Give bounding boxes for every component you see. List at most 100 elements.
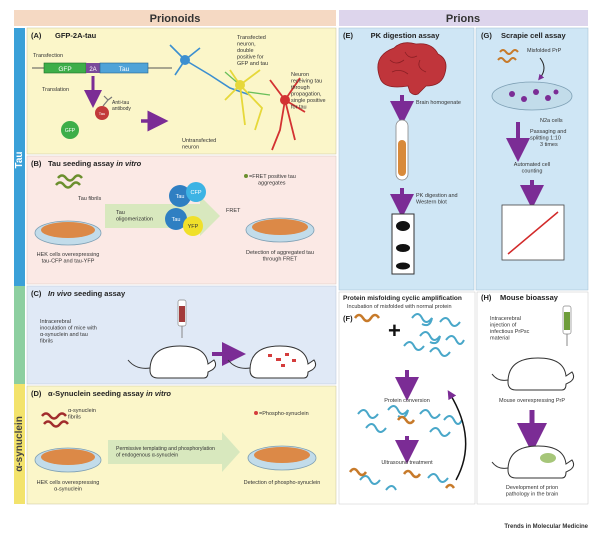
neurons-illustration xyxy=(169,44,306,151)
converted-misfolded-shape xyxy=(396,415,416,425)
prions-header: Prions xyxy=(446,13,480,25)
synuclein-side-bar xyxy=(14,384,25,504)
syn-cells-d2 xyxy=(254,447,310,463)
hek-cells-b1 xyxy=(41,222,95,238)
translation-label: Translation xyxy=(42,87,69,93)
cfp-ball xyxy=(186,182,206,202)
yfp-ball xyxy=(183,216,203,236)
prion-pathology-mark xyxy=(540,453,556,463)
gene-tau-label: Tau xyxy=(119,66,130,73)
test-tube-content xyxy=(398,140,406,176)
conversion-label: Protein conversion xyxy=(384,398,430,404)
homogenate-label: Brain homogenate xyxy=(416,100,461,106)
syringe-fill xyxy=(179,306,185,322)
misfolded-prp-label: Misfolded PrP xyxy=(527,48,562,54)
panel-a-letter: (A) xyxy=(31,31,42,40)
blot-band-1 xyxy=(396,221,410,231)
tau-protein-label: Tau xyxy=(99,111,105,116)
mouse-overexpressing-label: Mouse overexpressing PrP xyxy=(499,398,565,404)
panel-b-letter: (B) xyxy=(31,159,42,168)
panel-c-letter: (C) xyxy=(31,289,42,298)
normal-proteins-shape xyxy=(403,313,465,357)
counting-plot-line xyxy=(507,211,559,255)
tau-ball-1 xyxy=(169,185,191,207)
n2a-cells-shape xyxy=(509,89,559,102)
panel-e-letter: (E) xyxy=(343,31,354,40)
templating-caption: Permissive templating and phosphorylatio… xyxy=(116,446,215,459)
hek-cells-b2 xyxy=(252,219,308,235)
tau-fibrils-shape-2 xyxy=(55,181,81,189)
brain-illustration xyxy=(377,42,447,96)
tau-ball-1-label: Tau xyxy=(176,194,185,200)
phospho-detection-caption: Detection of phospho-synuclein xyxy=(244,480,321,486)
converted-proteins-shape xyxy=(357,405,463,437)
antibody-shape xyxy=(102,95,113,107)
transfection-label: Transfection xyxy=(33,53,63,59)
templating-arrow xyxy=(108,432,240,472)
misfolded-prp-shape xyxy=(497,49,519,63)
gene-2a-label: 2A xyxy=(89,67,96,73)
mouse-c1 xyxy=(149,345,217,379)
gfp-protein-label: GFP xyxy=(65,128,76,134)
cfp-ball-label: CFP xyxy=(191,190,202,196)
prions-header-bg xyxy=(339,10,588,26)
panel-f-title: Protein misfolding cyclic amplification xyxy=(343,295,462,302)
mouse-h1-tail xyxy=(491,373,509,381)
mouse-h1 xyxy=(507,357,575,391)
aggregate-marks xyxy=(268,353,296,367)
blot-band-2 xyxy=(396,244,410,252)
phospho-legend-dot xyxy=(254,411,258,415)
fragmented-misfolded-shape xyxy=(348,467,456,489)
syn-fibrils-shape xyxy=(41,412,67,420)
mouse-c1-tail xyxy=(127,359,151,369)
mouse-c2-tail xyxy=(227,359,251,369)
syringe-h-fill xyxy=(564,312,570,330)
plus-sign: + xyxy=(388,318,401,343)
panel-f-subtitle: Incubation of misfolded with normal prot… xyxy=(347,304,452,310)
prionoids-header-bg xyxy=(14,10,336,26)
panel-d-letter: (D) xyxy=(31,389,42,398)
panel-e-title: PK digestion assay xyxy=(371,31,441,40)
anti-tau-label: Anti-tau xyxy=(112,100,129,106)
journal-footer: Trends in Molecular Medicine xyxy=(504,524,588,530)
syn-fibrils-shape-2 xyxy=(43,420,69,428)
blot-band-3 xyxy=(396,262,410,270)
panel-a-title: GFP-2A-tau xyxy=(55,31,97,40)
panel-f-letter: (F) xyxy=(343,314,353,323)
ultrasound-label: Ultrasound treatment xyxy=(381,460,433,466)
tau-ball-2 xyxy=(165,208,187,230)
tau-side-label: Tau xyxy=(14,151,25,168)
mouse-h2-tail xyxy=(491,461,509,469)
mixed-side-bar xyxy=(14,286,25,384)
mouse-c2 xyxy=(249,345,317,379)
tau-fibrils-shape xyxy=(57,174,83,182)
panel-h-title: Mouse bioassay xyxy=(500,293,559,302)
fret-label: FRET xyxy=(226,208,241,214)
gene-tau-box xyxy=(99,62,149,74)
yfp-ball-label: YFP xyxy=(188,224,199,230)
panel-a xyxy=(26,27,337,155)
